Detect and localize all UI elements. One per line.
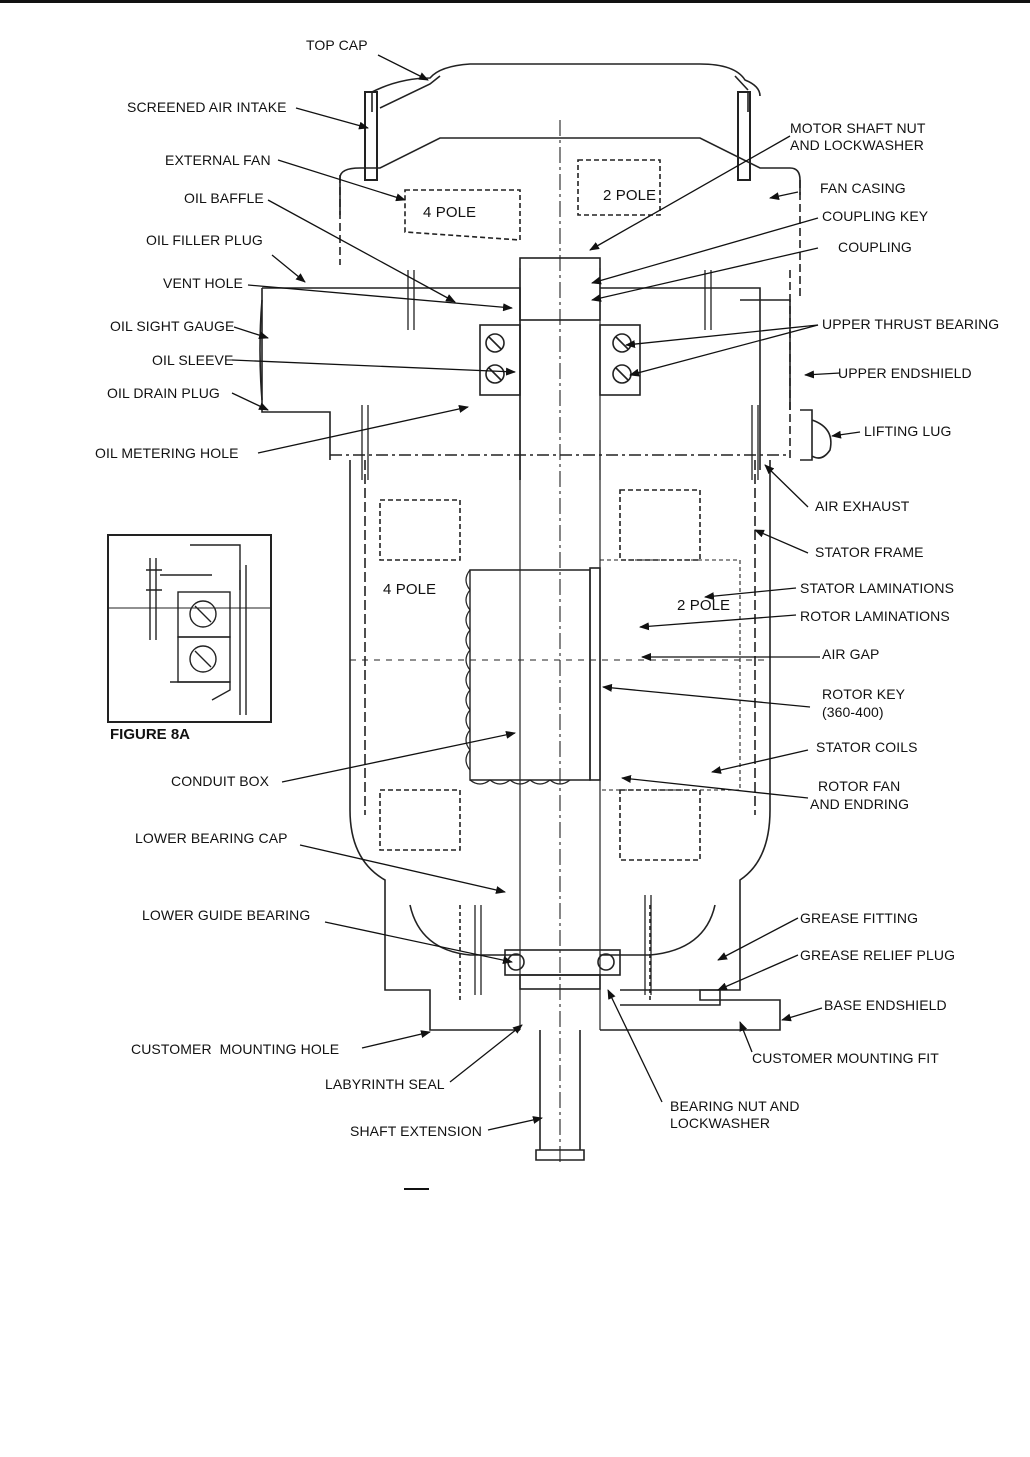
- label-oil-filler-plug: OIL FILLER PLUG: [146, 232, 263, 248]
- label-oil-sight-gauge: OIL SIGHT GAUGE: [110, 318, 235, 334]
- label-grease-fitting: GREASE FITTING: [800, 910, 919, 926]
- label-rotor-key: ROTOR KEY: [822, 686, 906, 702]
- label-2-pole-top: 2 POLE: [603, 187, 657, 204]
- label-grease-relief-plug: GREASE RELIEF PLUG: [800, 947, 956, 963]
- upper-bearing-right: [599, 324, 641, 396]
- external-fan-right: [577, 159, 661, 216]
- label-rotor-fan: ROTOR FAN: [818, 778, 901, 794]
- figure-8a-inset-drawing: [107, 534, 272, 723]
- label-oil-sleeve: OIL SLEEVE: [152, 352, 234, 368]
- upper-endshield: [261, 287, 761, 480]
- label-coupling-key: COUPLING KEY: [822, 208, 929, 224]
- label-stator-laminations: STATOR LAMINATIONS: [800, 580, 955, 596]
- label-customer-mounting-hole: CUSTOMER MOUNTING HOLE: [131, 1041, 340, 1057]
- label-screened-air-intake: SCREENED AIR INTAKE: [127, 99, 287, 115]
- rotor-core: [469, 569, 591, 781]
- label-conduit-box: CONDUIT BOX: [171, 773, 270, 789]
- label-lower-bearing-cap: LOWER BEARING CAP: [135, 830, 288, 846]
- stator-lamination-right: [619, 489, 701, 861]
- label-coupling: COUPLING: [838, 239, 912, 255]
- shaft-extension-shape: [535, 1030, 585, 1161]
- label-motor-shaft-nut: MOTOR SHAFT NUT: [790, 120, 926, 136]
- label-bearing-nut-line2: LOCKWASHER: [670, 1115, 771, 1131]
- label-shaft-extension: SHAFT EXTENSION: [350, 1123, 482, 1139]
- label-oil-baffle: OIL BAFFLE: [184, 190, 264, 206]
- label-upper-thrust-bearing: UPPER THRUST BEARING: [822, 316, 1000, 332]
- rotor-key-shape: [589, 567, 601, 781]
- fan-casing-side: [339, 175, 801, 460]
- label-lifting-lug: LIFTING LUG: [864, 423, 952, 439]
- lower-guide-bearing-shape: [504, 949, 621, 976]
- label-labyrinth-seal: LABYRINTH SEAL: [325, 1076, 445, 1092]
- label-motor-shaft-nut-line2: AND LOCKWASHER: [790, 137, 924, 153]
- label-lower-guide-bearing: LOWER GUIDE BEARING: [142, 907, 311, 923]
- label-rotor-laminations: ROTOR LAMINATIONS: [800, 608, 950, 624]
- label-oil-metering-hole: OIL METERING HOLE: [95, 445, 239, 461]
- label-stator-coils: STATOR COILS: [816, 739, 918, 755]
- label-4-pole-mid: 4 POLE: [383, 581, 437, 598]
- label-bearing-nut: BEARING NUT AND: [670, 1098, 800, 1114]
- external-fan-left: [404, 189, 521, 241]
- page-top-rule: [0, 0, 1030, 3]
- label-vent-hole: VENT HOLE: [163, 275, 243, 291]
- figure-caption: FIGURE 8A: [110, 726, 191, 743]
- label-base-endshield: BASE ENDSHIELD: [824, 997, 947, 1013]
- stator-lamination-left: [379, 499, 461, 851]
- label-air-exhaust: AIR EXHAUST: [815, 498, 910, 514]
- label-4-pole-top: 4 POLE: [423, 204, 477, 221]
- label-rotor-key-range: (360-400): [822, 704, 884, 720]
- rotor-core-wavy: [465, 569, 571, 785]
- label-fan-casing: FAN CASING: [820, 180, 906, 196]
- air-intake-left: [364, 91, 378, 181]
- label-air-gap: AIR GAP: [822, 646, 880, 662]
- label-customer-mounting-fit: CUSTOMER MOUNTING FIT: [752, 1050, 939, 1066]
- label-upper-endshield: UPPER ENDSHIELD: [838, 365, 972, 381]
- label-stator-frame: STATOR FRAME: [815, 544, 924, 560]
- label-rotor-fan-line2: AND ENDRING: [810, 796, 910, 812]
- lifting-lug-shape: [800, 409, 832, 461]
- underline-mark: [404, 1188, 429, 1190]
- air-intake-right: [737, 91, 751, 181]
- top-cap-shape: [371, 63, 761, 100]
- label-external-fan: EXTERNAL FAN: [165, 152, 271, 168]
- lower-endshield: [384, 905, 781, 1031]
- label-top-cap: TOP CAP: [306, 37, 368, 53]
- top-cap-rim: [371, 75, 749, 112]
- label-2-pole-mid: 2 POLE: [677, 597, 731, 614]
- stator-frame-outline: [349, 460, 771, 905]
- shaft-outline: [519, 440, 601, 1030]
- upper-bearing-left: [479, 324, 521, 396]
- label-oil-drain-plug: OIL DRAIN PLUG: [107, 385, 220, 401]
- fan-casing-outline: [339, 137, 801, 215]
